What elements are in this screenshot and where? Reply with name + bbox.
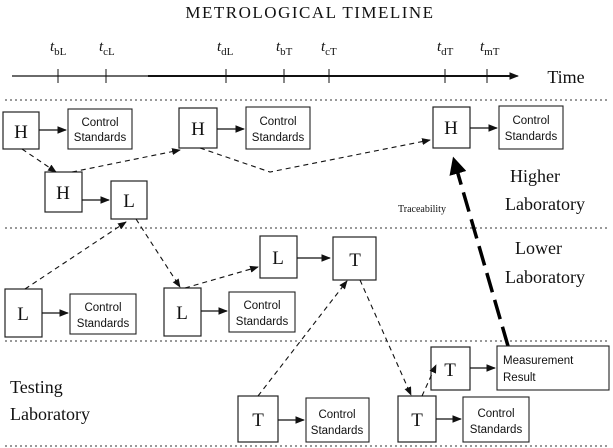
dash-h3-h4 bbox=[199, 138, 431, 173]
measurement-result-box bbox=[496, 345, 610, 391]
control-standards-l4 bbox=[228, 291, 296, 333]
dash-t1-t3 bbox=[359, 279, 412, 396]
dash-l1-l4 bbox=[135, 218, 181, 288]
node-t-1 bbox=[332, 236, 377, 281]
control-standards-h3 bbox=[245, 106, 311, 150]
control-standards-l3-line2: Standards bbox=[77, 318, 130, 330]
zone-label-higher-1: Higher bbox=[510, 166, 560, 186]
dash-l4-l2 bbox=[184, 265, 259, 289]
control-standards-t3-line1: Control bbox=[477, 408, 514, 420]
control-standards-l4-line2: Standards bbox=[236, 316, 289, 328]
node-t-1-label: T bbox=[349, 250, 361, 271]
control-standards-l3-line1: Control bbox=[84, 302, 121, 314]
node-l-3 bbox=[4, 288, 43, 338]
control-standards-t2-line1: Control bbox=[318, 409, 355, 421]
tick-label-tcl: tcL bbox=[99, 39, 115, 58]
control-standards-h1-line1: Control bbox=[81, 117, 118, 129]
zone-label-testing-1: Testing bbox=[10, 377, 63, 397]
tick-label-tbt: tbT bbox=[276, 39, 293, 58]
node-l-1-label: L bbox=[123, 191, 135, 212]
node-t-2-label: T bbox=[252, 410, 264, 431]
zone-label-lower-1: Lower bbox=[515, 238, 562, 258]
node-l-4-label: L bbox=[176, 303, 188, 324]
node-h-3 bbox=[178, 107, 218, 149]
diagram-title: METROLOGICAL TIMELINE bbox=[185, 3, 434, 22]
dash-t2-t1 bbox=[257, 280, 348, 397]
tick-label-tbl: tbL bbox=[50, 39, 67, 58]
control-standards-t3-line2: Standards bbox=[470, 424, 523, 436]
control-standards-t3 bbox=[462, 396, 530, 443]
tick-label-tdt: tdT bbox=[437, 39, 454, 58]
control-standards-l3 bbox=[69, 293, 137, 335]
traceability-label: Traceability bbox=[398, 204, 446, 215]
node-t-3 bbox=[397, 395, 437, 443]
node-t-4-label: T bbox=[444, 360, 456, 381]
dash-h1-h2 bbox=[21, 148, 57, 173]
tick-label-tdl: tdL bbox=[217, 39, 234, 58]
tick-label-tmt: tmT bbox=[480, 39, 500, 58]
node-l-3-label: L bbox=[17, 304, 29, 325]
control-standards-h1-line2: Standards bbox=[74, 132, 127, 144]
measurement-result-line1: Measurement bbox=[503, 355, 574, 367]
node-h-2 bbox=[44, 171, 83, 213]
node-h-2-label: H bbox=[56, 183, 70, 204]
node-h-4-label: H bbox=[444, 118, 458, 139]
control-standards-h1 bbox=[67, 108, 133, 150]
node-l-2 bbox=[259, 235, 298, 279]
node-t-2 bbox=[237, 395, 279, 443]
time-axis-label: Time bbox=[547, 67, 584, 87]
control-standards-h4-line2: Standards bbox=[505, 131, 558, 143]
control-standards-h4-line1: Control bbox=[512, 115, 549, 127]
control-standards-l4-line1: Control bbox=[243, 300, 280, 312]
node-h-1-label: H bbox=[14, 122, 28, 143]
node-l-1 bbox=[110, 180, 148, 220]
node-l-4 bbox=[163, 287, 202, 337]
dash-l3-l1 bbox=[24, 221, 127, 290]
traceability-arrow bbox=[449, 156, 510, 347]
zone-label-lower-2: Laboratory bbox=[505, 267, 585, 287]
control-standards-t2 bbox=[305, 397, 370, 443]
tick-marks bbox=[57, 69, 488, 83]
control-standards-t2-line2: Standards bbox=[311, 425, 364, 437]
control-standards-h3-line2: Standards bbox=[252, 132, 305, 144]
node-l-2-label: L bbox=[272, 248, 284, 269]
control-standards-h4 bbox=[498, 105, 564, 150]
dash-h2-h3 bbox=[71, 148, 181, 173]
tick-label-tct: tcT bbox=[321, 39, 337, 58]
zone-label-higher-2: Laboratory bbox=[505, 194, 585, 214]
node-h-3-label: H bbox=[191, 119, 205, 140]
measurement-result-line2: Result bbox=[503, 372, 536, 384]
node-t-3-label: T bbox=[411, 410, 423, 431]
zone-label-testing-2: Laboratory bbox=[10, 404, 90, 424]
dash-t3-t4 bbox=[421, 364, 437, 397]
control-standards-h3-line1: Control bbox=[259, 116, 296, 128]
